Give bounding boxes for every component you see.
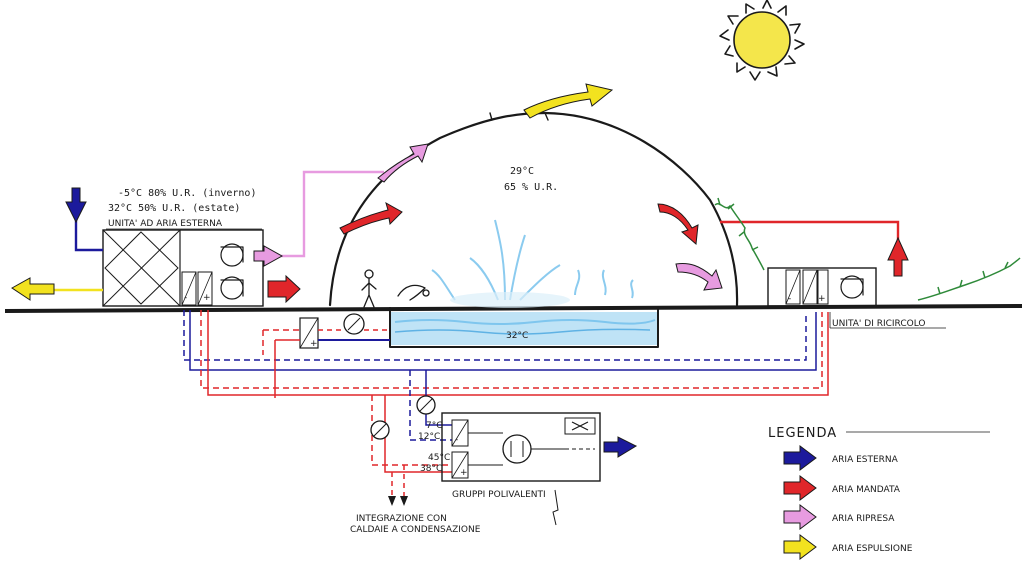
pool-temperature: 32°C [506,331,528,341]
arrow-supply-air-icon [267,274,301,304]
arrow-return-air-icon [253,245,284,267]
integration-note-line1: INTEGRAZIONE CON [356,514,447,524]
winter-conditions: -5°C 80% U.R. (inverno) [118,188,256,199]
piping [183,310,829,498]
pool [389,307,659,348]
legend-label: ARIA ESTERNA [832,455,899,465]
svg-text:+: + [460,468,468,478]
hot-supply-temp: 45°C [428,453,450,463]
svg-text:+: + [203,293,211,303]
legend-label: ARIA MANDATA [832,485,901,495]
legend-label: ARIA RIPRESA [832,514,895,524]
legend-item: ARIA ESPULSIONE [783,534,913,560]
plants [714,197,1021,301]
cold-supply-temp: 7°C [426,421,443,431]
legend: LEGENDA ARIA ESTERNA ARIA MANDATA ARIA R… [768,426,990,560]
svg-text:-: - [455,435,458,445]
fan-icon [840,275,864,299]
arrow-return-air-icon [675,263,723,291]
arrow-supply-air-icon [339,201,403,235]
svg-text:-: - [788,294,791,304]
fan-icon [220,243,244,300]
fountain [431,219,634,308]
arrow-external-air-icon [603,436,638,458]
arrow-return-air-icon [783,504,817,530]
arrow-supply-air-icon [783,475,817,501]
svg-text:+: + [310,339,318,349]
arrow-exhaust-air-icon [11,277,55,301]
arrow-supply-air-icon [657,203,699,245]
arrow-external-air-icon [65,187,87,224]
pump-icon [343,313,365,335]
svg-text:+: + [818,294,826,304]
boiler-arrows [388,496,408,506]
ground-line [4,304,1023,313]
hot-return-temp: 38°C [420,464,442,474]
cold-return-temp: 12°C [418,432,440,442]
arrow-return-air-icon [377,143,429,183]
summer-conditions: 32°C 50% U.R. (estate) [108,203,240,214]
external-air-unit: -+ [102,229,264,307]
recirculation-unit: -+ [767,267,877,307]
sun-icon [719,0,805,81]
integration-note-line2: CALDAIE A CONDENSAZIONE [350,525,481,535]
legend-item: ARIA RIPRESA [783,504,895,530]
heat-pump-group: -+ [441,412,601,526]
heat-pump-group-label: GRUPPI POLIVALENTI [452,490,546,500]
legend-item: ARIA ESTERNA [783,445,899,471]
arrow-exhaust-air-icon [783,534,817,560]
arrow-external-air-icon [783,445,817,471]
arrow-exhaust-air-icon [523,83,614,119]
pool-heat-exchanger: + [299,313,365,349]
external-air-unit-label: UNITA' AD ARIA ESTERNA [108,219,223,229]
dome-humidity: 65 % U.R. [504,182,558,193]
svg-text:-: - [184,293,187,303]
diver-icon [397,284,430,301]
person-icon [361,269,377,308]
dome-temperature: 29°C [510,166,534,177]
arrow-supply-air-icon [887,236,909,277]
compressor-icon [502,434,532,464]
recirculation-unit-label: UNITA' DI RICIRCOLO [832,319,926,329]
legend-title: LEGENDA [768,426,837,441]
fan-icon [571,421,589,431]
legend-item: ARIA MANDATA [783,475,901,501]
legend-label: ARIA ESPULSIONE [832,544,913,554]
